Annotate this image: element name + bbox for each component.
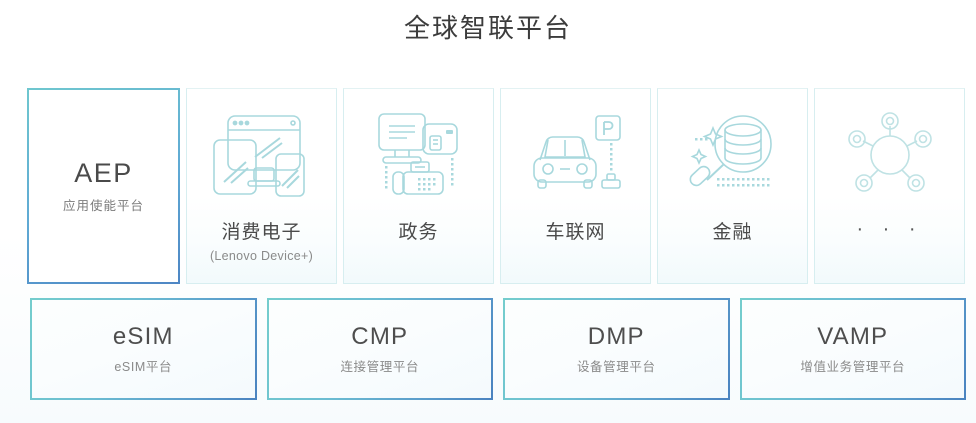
network-hub-icon bbox=[838, 109, 942, 201]
card-aep[interactable]: AEP 应用使能平台 bbox=[27, 88, 180, 284]
card-esim[interactable]: eSIM eSIM平台 bbox=[30, 298, 257, 400]
card-dmp[interactable]: DMP 设备管理平台 bbox=[503, 298, 730, 400]
card-connected-vehicle-title: 车联网 bbox=[545, 222, 606, 243]
card-esim-title: eSIM bbox=[112, 323, 174, 350]
card-vamp-title: VAMP bbox=[817, 323, 889, 350]
card-cmp[interactable]: CMP 连接管理平台 bbox=[266, 298, 493, 400]
card-esim-subtitle: eSIM平台 bbox=[114, 360, 173, 374]
card-aep-title: AEP bbox=[74, 158, 133, 188]
card-consumer-electronics-title: 消费电子 bbox=[221, 222, 302, 243]
card-dmp-title: DMP bbox=[587, 323, 645, 350]
card-connected-vehicle[interactable]: 车联网 bbox=[500, 88, 651, 284]
platform-card-row: eSIM eSIM平台 CMP 连接管理平台 DMP 设备管理平台 VAMP 增… bbox=[30, 298, 966, 400]
card-government-title: 政务 bbox=[398, 222, 439, 243]
card-aep-subtitle: 应用使能平台 bbox=[62, 199, 144, 213]
magnifier-database-icon bbox=[681, 109, 785, 201]
card-vamp[interactable]: VAMP 增值业务管理平台 bbox=[739, 298, 966, 400]
card-dmp-subtitle: 设备管理平台 bbox=[576, 360, 656, 374]
card-finance-title: 金融 bbox=[712, 222, 753, 243]
industry-card-row: AEP 应用使能平台 bbox=[27, 88, 965, 284]
devices-icon bbox=[210, 109, 314, 201]
card-cmp-title: CMP bbox=[351, 323, 409, 350]
card-consumer-electronics[interactable]: 消费电子 (Lenovo Device+) bbox=[186, 88, 337, 284]
card-more[interactable]: · · · bbox=[814, 88, 965, 284]
card-consumer-electronics-subtitle: (Lenovo Device+) bbox=[209, 249, 314, 263]
office-equipment-icon bbox=[367, 109, 471, 201]
page-title: 全球智联平台 bbox=[403, 13, 572, 43]
card-cmp-subtitle: 连接管理平台 bbox=[340, 360, 420, 374]
card-government[interactable]: 政务 bbox=[343, 88, 494, 284]
card-finance[interactable]: 金融 bbox=[657, 88, 808, 284]
card-vamp-subtitle: 增值业务管理平台 bbox=[800, 360, 906, 374]
card-more-title: · · · bbox=[856, 218, 923, 240]
car-parking-icon bbox=[524, 109, 628, 201]
